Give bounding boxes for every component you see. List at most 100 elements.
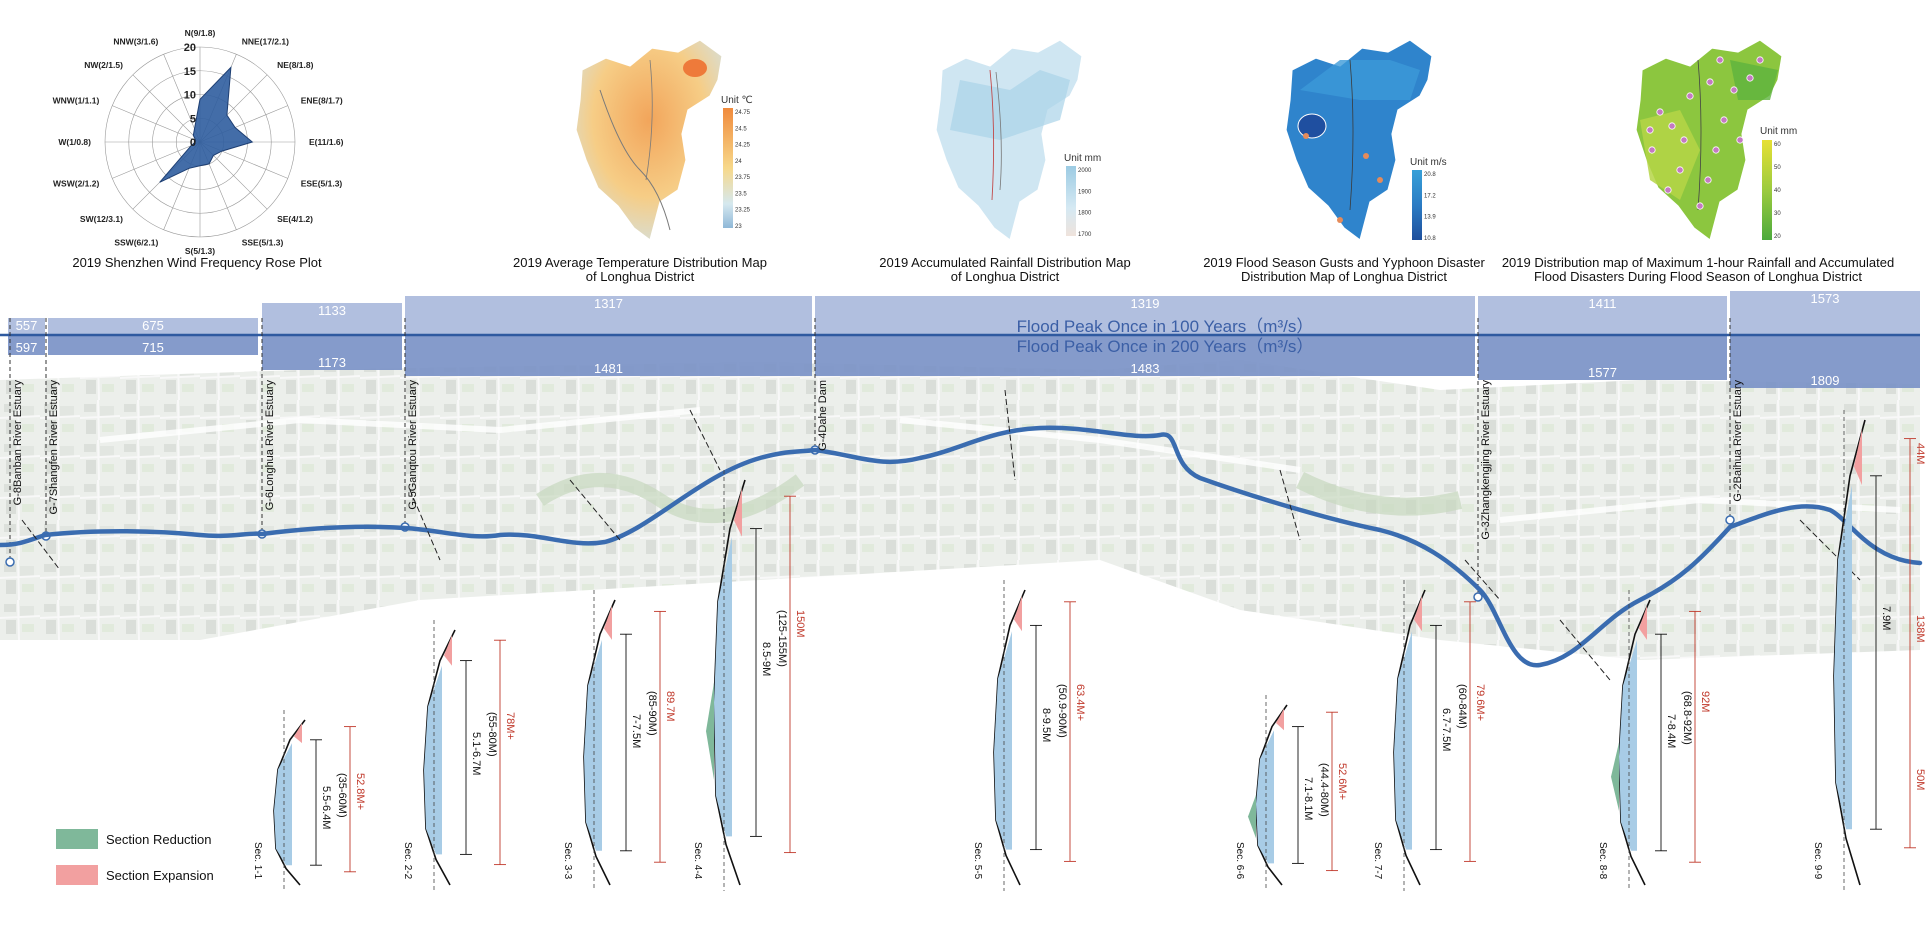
flood-200-value: 1483	[1131, 361, 1160, 376]
flood-100-value: 1317	[594, 296, 623, 311]
flood-100-band	[405, 296, 812, 335]
rainfall-unit: Unit mm	[1064, 153, 1101, 164]
water-fill	[1619, 639, 1637, 851]
section-width-label: 44M	[1914, 443, 1926, 465]
wind-direction-label: WNW(1/1.1)	[53, 95, 100, 105]
colorbar-tick: 13.9	[1424, 215, 1436, 221]
flood-200-band	[8, 336, 45, 355]
rain-caption: 2019 Accumulated Rainfall Distribution M…	[879, 256, 1130, 284]
gauge-id: G-8	[12, 487, 24, 506]
flood-200-title: Flood Peak Once in 200 Years（m³/s）	[1017, 337, 1314, 356]
colorbar-tick: 23.75	[735, 175, 751, 181]
gust-map: Unit m/s 20.817.213.910.8	[1285, 39, 1447, 242]
wind-ring-label: 5	[190, 113, 196, 125]
cross-section	[993, 580, 1076, 891]
section-name-label: Sec. 2-2	[402, 842, 413, 880]
cross-section	[1393, 580, 1476, 891]
flood-100-value: 1411	[1589, 296, 1617, 311]
gauge-label-g-2: G-2Baihua River Estuary	[1732, 380, 1744, 502]
section-depth-label: 8-9.5M	[1040, 708, 1052, 743]
flood-disaster-marker	[1756, 56, 1764, 64]
section-width-label: 52.8M+	[354, 772, 366, 810]
gust-unit: Unit m/s	[1410, 157, 1447, 168]
flood-100-value: 1133	[318, 303, 346, 318]
flood-200-value: 1577	[1588, 365, 1617, 380]
cross-section	[273, 710, 356, 891]
colorbar-tick: 23.5	[735, 191, 747, 197]
flood-200-value: 1173	[318, 355, 346, 370]
cross-sections	[273, 410, 1916, 891]
section-range-label: (60-84M)	[1456, 684, 1468, 730]
flood-peak-bands	[8, 291, 1920, 388]
flood-200-value: 1481	[594, 361, 623, 376]
expansion-marker	[1854, 429, 1862, 486]
cross-section	[1248, 695, 1338, 891]
cross-section	[583, 590, 666, 891]
cross-section	[1833, 410, 1916, 891]
max-caption-line1: 2019 Distribution map of Maximum 1-hour …	[1501, 255, 1895, 270]
section-name-label: Sec. 7-7	[1372, 842, 1383, 880]
section-width-label: 52.6M+	[1336, 762, 1348, 800]
gust-caption-line1: 2019 Flood Season Gusts and Yyphoon Disa…	[1203, 255, 1485, 270]
wind-ring-label: 20	[184, 42, 196, 54]
colorbar-tick: 10.8	[1424, 236, 1436, 242]
section-range-label: (125-155M)	[776, 609, 788, 667]
wind-direction-label: SW(12/3.1)	[80, 214, 123, 224]
colorbar-tick: 23	[735, 224, 742, 230]
gauge-name: Shangfen River Estuary	[48, 380, 60, 497]
flood-disaster-marker	[1704, 176, 1712, 184]
section-width-label: 50M	[1914, 768, 1926, 791]
legend-reduction-label: Section Reduction	[106, 831, 212, 847]
section-name-label: Sec. 4-4	[692, 842, 703, 880]
colorbar-tick: 60	[1774, 142, 1781, 148]
reduction-marker	[706, 682, 714, 780]
expansion-marker	[294, 723, 302, 744]
cross-section	[423, 620, 506, 891]
gust-colorbar	[1412, 170, 1422, 240]
flood-disaster-marker	[1680, 136, 1688, 144]
flood-disaster-marker	[1712, 146, 1720, 154]
flood-disaster-marker	[1648, 146, 1656, 154]
gauge-id: G-3	[1480, 521, 1492, 540]
flood-100-band	[262, 303, 402, 335]
max-rainfall-unit: Unit mm	[1760, 126, 1797, 137]
colorbar-tick: 24.75	[735, 110, 751, 116]
flood-100-value: 557	[16, 318, 38, 333]
section-name-label: Sec. 9-9	[1812, 842, 1823, 880]
expansion-swatch	[56, 865, 98, 885]
colorbar-tick: 1800	[1078, 211, 1092, 217]
flood-200-value: 715	[142, 340, 164, 355]
section-name-label: Sec. 6-6	[1234, 842, 1245, 880]
wind-direction-label: W(1/0.8)	[58, 137, 91, 147]
wind-ring-label: 10	[184, 90, 196, 102]
flood-disaster-marker	[1746, 74, 1754, 82]
flood-disaster-marker	[1696, 202, 1704, 210]
rain-caption-line1: 2019 Accumulated Rainfall Distribution M…	[879, 255, 1131, 270]
section-width-label: 63.4M+	[1074, 684, 1086, 722]
temperature-unit: Unit ℃	[721, 95, 753, 106]
wind-rose-plot: N(9/1.8)NNE(17/2.1)NE(8/1.8)ENE(8/1.7)E(…	[53, 28, 344, 256]
water-fill	[584, 639, 602, 851]
gauge-label-g-4: G-4Dahe Dam	[817, 380, 829, 451]
water-fill	[424, 665, 442, 855]
colorbar-tick: 24.25	[735, 143, 751, 149]
gauge-label-g-7: G-7Shangfen River Estuary	[48, 380, 60, 515]
gauge-id: G-5	[407, 491, 419, 510]
wind-direction-label: SSW(6/2.1)	[114, 238, 158, 248]
gust-ticks: 20.817.213.910.8	[1424, 172, 1436, 242]
flood-disaster-marker	[1686, 92, 1694, 100]
rainfall-colorbar	[1066, 166, 1076, 236]
wind-direction-label: E(11/1.6)	[309, 137, 344, 147]
section-range-label: (44.4-80M)	[1318, 762, 1330, 817]
gauge-name: Banban River Estuary	[12, 380, 24, 487]
wind-caption: 2019 Shenzhen Wind Frequency Rose Plot	[72, 256, 321, 270]
colorbar-tick: 1700	[1078, 232, 1092, 238]
flood-100-value: 1319	[1131, 296, 1160, 311]
wind-rose-polygon	[159, 66, 254, 183]
wind-direction-label: NE(8/1.8)	[277, 60, 314, 70]
wind-direction-label: WSW(2/1.2)	[53, 179, 99, 189]
reduction-marker	[1611, 742, 1619, 811]
flood-100-band	[8, 318, 45, 335]
